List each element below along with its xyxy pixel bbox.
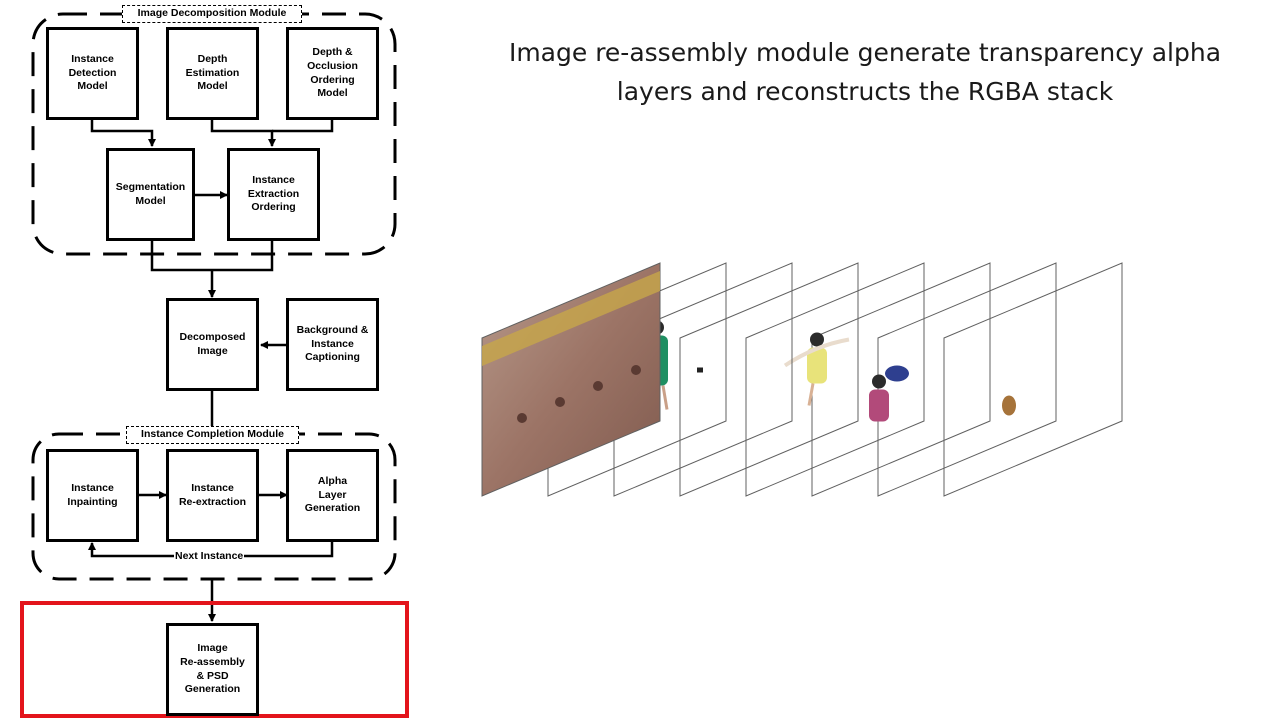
stack-layer [943,262,1123,497]
alpha-layer-generation-box: Alpha Layer Generation [286,449,379,542]
slide-headline: Image re-assembly module generate transp… [470,33,1260,111]
instance-extraction-ordering-box: Instance Extraction Ordering [227,148,320,241]
headline-line-1: Image re-assembly module generate transp… [508,38,1222,67]
decomposed-image-box: Decomposed Image [166,298,259,391]
stack-layer [745,262,925,497]
reassembly-highlight-frame [20,601,409,718]
connector-ordering-to-extraction [272,119,334,133]
stack-layer [807,262,991,497]
background-captioning-box: Background & Instance Captioning [286,298,379,391]
headline-line-2: layers and reconstructs the RGBA stack [616,77,1114,106]
instance-detection-box: Instance Detection Model [46,27,139,120]
instance-reextraction-box: Instance Re-extraction [166,449,259,542]
next-instance-label: Next Instance [174,550,245,563]
depth-estimation-box: Depth Estimation Model [166,27,259,120]
stack-layer [869,262,1057,497]
connector-depth-to-extraction [210,119,276,147]
stack-layer [481,262,661,497]
depth-occlusion-ordering-box: Depth & Occlusion Ordering Model [286,27,379,120]
image-reassembly-psd-box: Image Re-assembly & PSD Generation [166,623,259,716]
stack-layer [679,262,859,497]
instance-inpainting-box: Instance Inpainting [46,449,139,542]
connector-detection-to-segmentation [90,119,156,147]
completion-module-label: Instance Completion Module [126,426,299,444]
decomposition-module-label: Image Decomposition Module [122,5,302,23]
segmentation-model-box: Segmentation Model [106,148,195,241]
